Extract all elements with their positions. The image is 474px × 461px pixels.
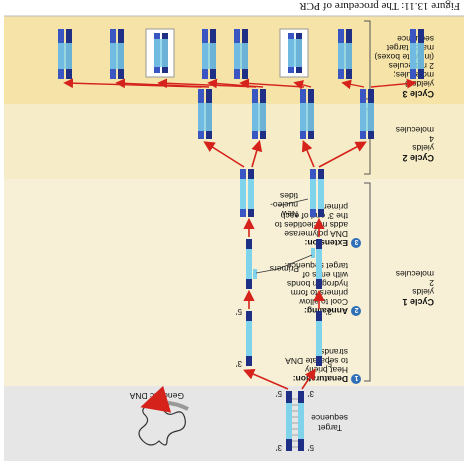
svg-text:molecules: molecules	[396, 125, 434, 135]
cycle3-molecules	[58, 28, 424, 79]
svg-text:DNA polymerase: DNA polymerase	[284, 229, 348, 239]
svg-text:tides: tides	[280, 191, 298, 201]
svg-text:sequence: sequence	[311, 413, 348, 423]
cycle2-molecule-3	[252, 89, 266, 139]
svg-text:Annealing:: Annealing:	[304, 306, 348, 316]
svg-text:yields: yields	[412, 143, 434, 153]
annealed-strand-right	[246, 239, 257, 289]
cycle2-molecule-2	[300, 89, 314, 139]
cycle3-title: Cycle 3	[402, 89, 434, 99]
genomic-dna-label: Genomic DNA	[129, 391, 184, 401]
svg-text:(in white boxes): (in white boxes)	[374, 52, 434, 62]
svg-text:Denaturation:: Denaturation:	[293, 374, 348, 384]
svg-text:molecules: molecules	[396, 269, 434, 279]
genomic-panel	[4, 386, 464, 461]
rotated-figure: Figure 13.11: The procedure of PCR Cycle…	[4, 0, 464, 461]
primers-label: Primers	[270, 264, 299, 274]
denatured-strand-left	[316, 311, 322, 366]
svg-text:5′: 5′	[236, 307, 242, 316]
svg-text:yields: yields	[412, 287, 434, 297]
svg-text:3′: 3′	[326, 307, 332, 316]
svg-text:3: 3	[355, 238, 359, 245]
cycle2-molecule-4	[198, 89, 212, 139]
genomic-target	[286, 391, 304, 451]
cycle2-title: Cycle 2	[402, 153, 434, 163]
svg-text:strands.: strands.	[318, 347, 348, 357]
svg-text:Cool to allow: Cool to allow	[298, 297, 348, 307]
cycle2-molecule-1	[360, 89, 374, 139]
genomic-5-bottom: 5′	[276, 389, 282, 398]
cycle2-text: yields 4 molecules	[396, 125, 434, 153]
target-sequence-label: Target sequence	[311, 413, 348, 433]
figure-title: Figure 13.11: The procedure of PCR	[299, 0, 460, 12]
svg-text:2: 2	[429, 278, 434, 288]
annealed-strand-left	[311, 239, 322, 289]
svg-text:New: New	[280, 209, 298, 219]
cycle1-text: yields 2 molecules	[396, 269, 434, 297]
svg-text:4: 4	[429, 134, 434, 144]
svg-text:5′: 5′	[326, 359, 332, 368]
svg-text:1: 1	[355, 374, 359, 381]
extended-molecule-left	[310, 169, 324, 217]
svg-text:3′: 3′	[236, 359, 242, 368]
denatured-strand-right	[246, 311, 252, 366]
genomic-3-bottom: 3′	[308, 389, 314, 398]
svg-text:Extension:: Extension:	[304, 238, 348, 248]
cycle1-title: Cycle 1	[402, 297, 434, 307]
svg-text:Target: Target	[318, 423, 342, 433]
cycle2-panel	[4, 104, 464, 179]
genomic-3-top: 3′	[276, 443, 282, 452]
svg-text:adds nucleotides to: adds nucleotides to	[274, 220, 348, 230]
svg-text:with ends of: with ends of	[302, 270, 349, 280]
svg-text:yields 8: yields 8	[405, 79, 434, 89]
genomic-5-top: 5′	[308, 443, 314, 452]
svg-text:2: 2	[355, 306, 359, 313]
cycle1-panel	[4, 179, 464, 386]
extended-molecule-right	[240, 169, 254, 217]
svg-text:Heat briefly: Heat briefly	[304, 365, 348, 375]
svg-text:primer.: primer.	[322, 202, 348, 212]
